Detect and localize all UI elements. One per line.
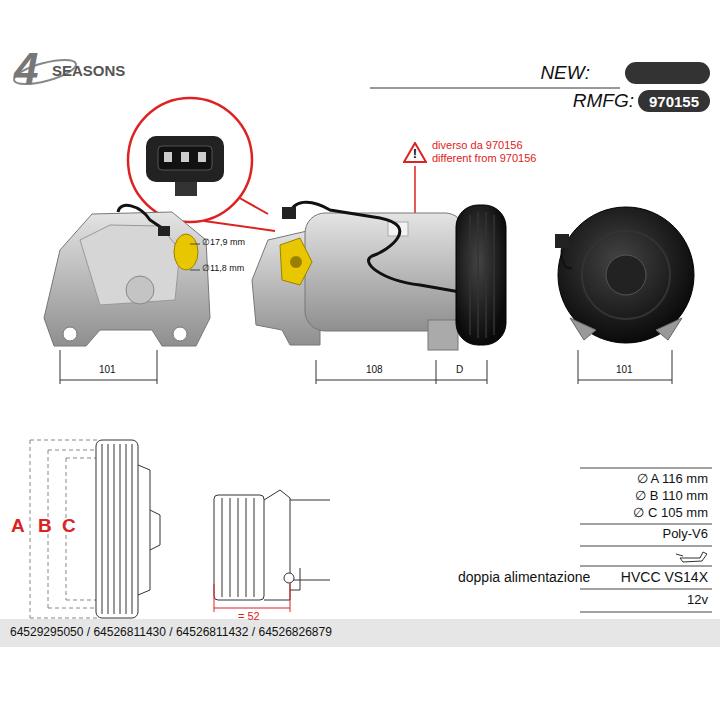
label: 12v: [687, 593, 708, 608]
leader-line: [190, 244, 200, 245]
pulley: [456, 205, 506, 345]
label: ∅ C 105 mm: [633, 506, 708, 521]
mount-lug: [570, 318, 596, 340]
mount-lug: [656, 318, 682, 340]
label: different from 970156: [432, 152, 536, 165]
pin: [164, 152, 172, 162]
oil-can-icon: [676, 552, 707, 562]
connector-latch: [175, 182, 197, 196]
pulley-grooves: [102, 444, 132, 614]
pin: [181, 152, 189, 162]
label: ∅17,9 mm: [202, 237, 245, 247]
dimension-lines: [60, 350, 672, 384]
label: B: [38, 515, 52, 537]
wire: [290, 202, 460, 292]
part-number-band: [0, 619, 720, 647]
part-number: 970155: [649, 93, 699, 110]
label: = 52: [238, 610, 260, 623]
spec-table-lines: [580, 468, 712, 612]
label: NEW:: [540, 62, 590, 84]
new-pill: [625, 62, 710, 84]
flange-hole: [290, 256, 302, 268]
bolt-hole: [173, 327, 187, 341]
diameter-guides: [30, 440, 98, 618]
pulley-hub: [138, 465, 160, 595]
bolt-hole: [63, 327, 77, 341]
compressor-outline: [290, 500, 330, 590]
housing-detail: [80, 225, 180, 305]
pin: [198, 152, 206, 162]
callout-line: [236, 196, 268, 214]
label: 108: [366, 364, 383, 376]
label: ∅11,8 mm: [202, 263, 244, 273]
label: RMFG:: [573, 90, 634, 112]
label: doppia alimentazione: [458, 569, 590, 585]
label: 64529295050 / 64526811430 / 64526811432 …: [10, 626, 332, 640]
pulley-grooves: [222, 498, 254, 597]
plug: [282, 207, 296, 219]
label: HVCC VS14X: [621, 569, 708, 585]
pulley-ring: [582, 231, 670, 319]
wire: [118, 205, 165, 230]
part-number-pill: 970155: [638, 90, 710, 112]
label: ∅ B 110 mm: [635, 489, 708, 504]
plug: [158, 226, 170, 236]
label: 101: [99, 364, 116, 376]
connector-socket: [158, 146, 212, 170]
callout-circle: [128, 98, 252, 222]
mount-hole: [284, 573, 294, 583]
leader-line: [190, 270, 200, 271]
label: A: [11, 515, 25, 537]
pulley-side: [96, 440, 138, 618]
port: [126, 276, 154, 304]
header-line: [370, 88, 620, 89]
label: Poly-V6: [662, 527, 708, 542]
label: 4: [14, 44, 38, 95]
warning-mark: !: [403, 147, 427, 160]
yellow-port: [174, 234, 198, 270]
plug: [555, 234, 569, 248]
pulley-front: [558, 207, 694, 343]
label: D: [456, 364, 463, 376]
wire: [562, 248, 572, 268]
housing-front: [44, 212, 210, 346]
label: diverso da 970156: [432, 139, 523, 152]
pulley-side-small: [214, 495, 264, 600]
mount-lug: [428, 320, 458, 350]
dimension-line: [214, 608, 290, 609]
label: ∅ A 116 mm: [637, 472, 708, 487]
warning-triangle: !: [403, 142, 427, 163]
compressor-body: [305, 213, 465, 331]
callout-line: [204, 221, 275, 231]
triangle-shape: [404, 143, 426, 162]
compressor-outline: [264, 490, 290, 600]
pulley-hub: [606, 255, 646, 295]
label: 101: [616, 364, 633, 376]
label: C: [62, 515, 76, 537]
connector-plug: [146, 136, 224, 182]
yellow-flange: [280, 238, 312, 285]
pulley-grooves: [470, 212, 494, 338]
label: SEASONS: [52, 62, 125, 79]
